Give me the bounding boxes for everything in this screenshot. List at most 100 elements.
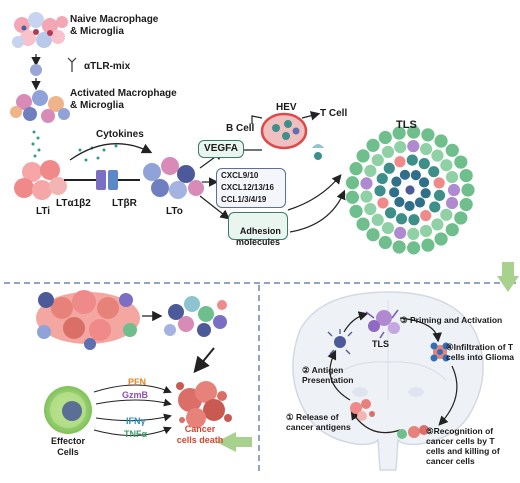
tls-cell xyxy=(444,142,460,158)
tls-cell xyxy=(345,175,360,191)
tls-cell xyxy=(417,157,431,171)
naive-cells-illustration xyxy=(12,12,68,48)
tls-cell xyxy=(406,226,421,241)
tls-cell xyxy=(363,202,378,216)
tls-cell xyxy=(439,207,454,222)
step-2-num: ② xyxy=(302,365,310,375)
effector-label: Effector Cells xyxy=(50,436,85,457)
tls-cell xyxy=(420,127,436,143)
tls-cell xyxy=(377,235,393,250)
tls-cell xyxy=(381,144,395,159)
tls-cell xyxy=(406,124,422,140)
tls-cell xyxy=(355,148,371,164)
pfn-arrow xyxy=(93,384,172,394)
step-4-text: Infiltration of T cells into Glioma xyxy=(446,342,515,362)
tls-cell xyxy=(433,189,446,202)
lta-receptor-left xyxy=(96,170,106,190)
tls-cell xyxy=(453,210,469,226)
cycle-arrow-5-1 xyxy=(350,409,401,434)
ifn-label: IFNγ xyxy=(126,416,146,426)
tls-cell xyxy=(365,227,381,243)
tls-cell xyxy=(395,212,408,226)
lto-cells-illustration xyxy=(143,157,204,199)
tls-cell xyxy=(403,200,416,212)
tls-cell xyxy=(375,172,389,185)
vegfa-box: VEGFA xyxy=(198,140,244,158)
hev-vessel-illustration xyxy=(260,112,308,150)
step-3-text: Priming and Activation xyxy=(410,315,503,325)
cytokines-arrow xyxy=(69,143,153,161)
tls-cell xyxy=(407,213,421,227)
gzmb-label: GzmB xyxy=(122,390,149,400)
vegfa-label: VEGFA xyxy=(204,143,238,154)
tls-cell xyxy=(404,184,416,196)
ifn-arrow xyxy=(95,413,172,422)
step-1-text: Release of cancer antigens xyxy=(286,412,351,432)
tls-cell xyxy=(348,161,364,177)
chemokine-2: CXCL12/13/16 xyxy=(221,183,274,192)
step-5-num: ⑤ xyxy=(426,426,434,436)
tls-cell xyxy=(391,125,407,141)
adhesion-box: Adhesion molecules xyxy=(228,212,288,247)
immune-to-effector-arrow xyxy=(193,347,215,374)
step-1-num: ① xyxy=(286,412,294,422)
tls-cell xyxy=(445,196,459,210)
tnf-arrow xyxy=(93,426,172,437)
tls-cell xyxy=(359,189,374,204)
tls-cell xyxy=(382,161,396,175)
step-3: ③ Priming and Activation xyxy=(400,315,502,326)
step-4: ④Infiltration of T cells into Glioma xyxy=(446,342,514,362)
tls-cell xyxy=(391,239,407,255)
tls-title: TLS xyxy=(396,119,417,131)
single-macrophage-icon xyxy=(30,64,42,76)
big-arrow-left xyxy=(216,432,252,452)
tls-cell xyxy=(430,148,445,163)
tls-cell xyxy=(432,176,446,190)
chemokines-box: CXCL9/10 CXCL12/13/16 CCL1/3/4/19 xyxy=(216,168,286,208)
lti-cells-illustration xyxy=(14,160,67,200)
tls-cell xyxy=(373,184,387,198)
cycle-arrow-3-4 xyxy=(399,317,442,343)
tls-cell xyxy=(381,221,395,235)
step-2-text: Antigen Presentation xyxy=(302,365,354,385)
tls-cell xyxy=(363,163,378,178)
tls-cell xyxy=(399,168,411,181)
bcell-label: B Cell xyxy=(226,123,255,134)
activated-label: Activated Macrophage & Microglia xyxy=(70,88,177,111)
tnf-label: TNFα xyxy=(124,429,148,439)
antibody-icon xyxy=(67,57,77,72)
tcell-icon xyxy=(312,144,324,160)
tls-cell xyxy=(355,216,371,232)
big-arrow-down xyxy=(497,262,519,292)
brain-tls-label: TLS xyxy=(372,339,389,349)
cycle-arrow-1-2 xyxy=(327,349,351,401)
tls-cell xyxy=(444,222,460,238)
tls-cell xyxy=(445,170,459,184)
step-3-num: ③ xyxy=(400,315,408,325)
tls-cell xyxy=(370,153,385,167)
tls-cell xyxy=(345,189,360,205)
tls-cell xyxy=(419,142,434,156)
naive-label: Naive Macrophage & Microglia xyxy=(70,14,159,37)
tls-cell xyxy=(405,153,419,167)
tls-cell xyxy=(393,140,408,154)
cycle-arrow-4-5 xyxy=(438,365,458,426)
dying-cancer-cells-illustration xyxy=(176,381,232,428)
cycle-arrow-2-3 xyxy=(343,311,369,333)
tls-cell xyxy=(388,186,401,199)
chemokine-1: CXCL9/10 xyxy=(221,171,259,180)
tls-cell xyxy=(377,130,393,145)
step-1: ① Release of cancer antigens xyxy=(286,412,351,432)
tls-cell xyxy=(433,133,449,149)
lti-label: LTi xyxy=(36,206,51,217)
pfn-label: PFN xyxy=(128,377,146,387)
chemokine-3: CCL1/3/4/19 xyxy=(221,195,267,204)
tls-cell xyxy=(453,154,469,170)
tumor-mass-illustration xyxy=(36,290,140,350)
tls-cell xyxy=(418,176,430,189)
lta-label: LTα1β2 xyxy=(56,198,91,209)
tls-cell xyxy=(376,196,390,210)
immune-cluster-illustration xyxy=(164,296,227,337)
